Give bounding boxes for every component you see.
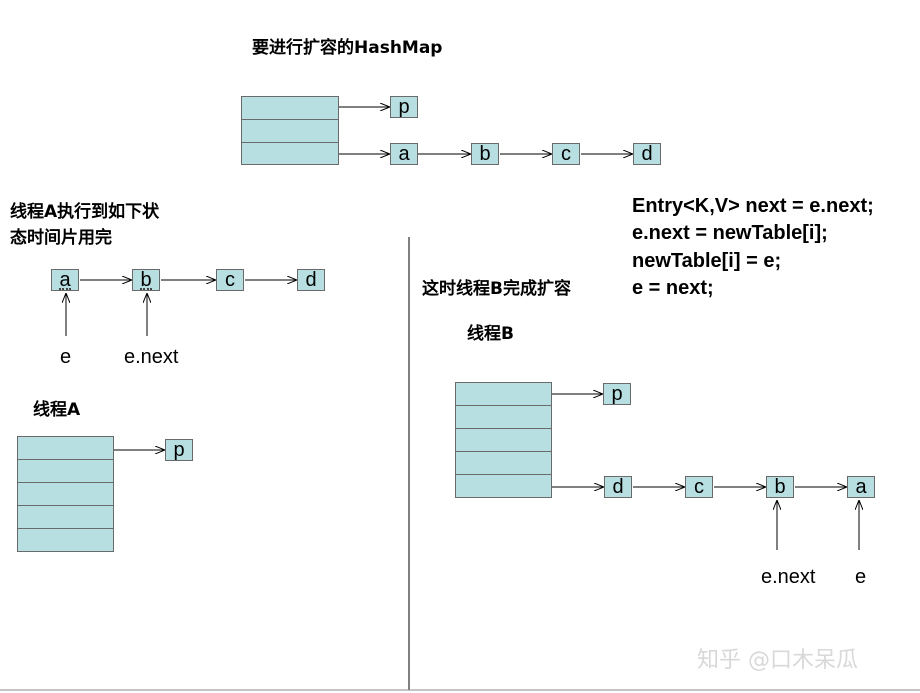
top-node-p: p [390,96,418,118]
table-bucket [18,437,113,460]
threadB-caption: 这时线程B完成扩容 [422,279,571,299]
table-bucket [242,143,338,166]
table-bucket [18,483,113,506]
top-node-b: b [471,143,499,165]
node-label: b [140,269,152,291]
threadB-hash-table [455,382,552,498]
code-line-2: e.next = newTable[i]; [632,222,828,244]
threadB-node-d: d [604,476,632,498]
threadA-table-title: 线程A [33,400,81,420]
threadA-caption-line1: 线程A执行到如下状 [10,202,160,222]
threadA-node-c: c [216,269,244,291]
table-bucket [18,460,113,483]
table-bucket [18,506,113,529]
threadB-node-p: p [603,383,631,405]
top-title: 要进行扩容的HashMap [252,38,443,58]
top-node-c: c [552,143,580,165]
table-bucket [18,529,113,552]
threadA-caption-line2: 态时间片用完 [10,228,112,248]
threadB-label-e: e [855,566,867,588]
top-hash-table [241,96,339,165]
threadB-node-a: a [847,476,875,498]
table-bucket [456,452,551,475]
watermark: 知乎 @口木呆瓜 [697,648,858,673]
code-line-1: Entry<K,V> next = e.next; [632,195,874,217]
threadA-label-e: e [60,346,72,368]
code-line-4: e = next; [632,277,714,299]
threadB-label-enext: e.next [761,566,816,588]
threadB-title: 线程B [467,324,514,344]
table-bucket [456,429,551,452]
table-bucket [242,120,338,143]
top-node-a: a [390,143,418,165]
top-node-d: d [633,143,661,165]
table-bucket [242,97,338,120]
threadA-node-a: a [51,269,79,291]
threadA-node-p: p [165,439,193,461]
threadA-node-d: d [297,269,325,291]
threadA-label-enext: e.next [124,346,179,368]
threadA-hash-table [17,436,114,552]
table-bucket [456,406,551,429]
node-label: a [59,269,71,291]
code-line-3: newTable[i] = e; [632,250,782,272]
table-bucket [456,475,551,498]
threadB-node-c: c [685,476,713,498]
table-bucket [456,383,551,406]
threadB-node-b: b [766,476,794,498]
threadA-node-b: b [132,269,160,291]
